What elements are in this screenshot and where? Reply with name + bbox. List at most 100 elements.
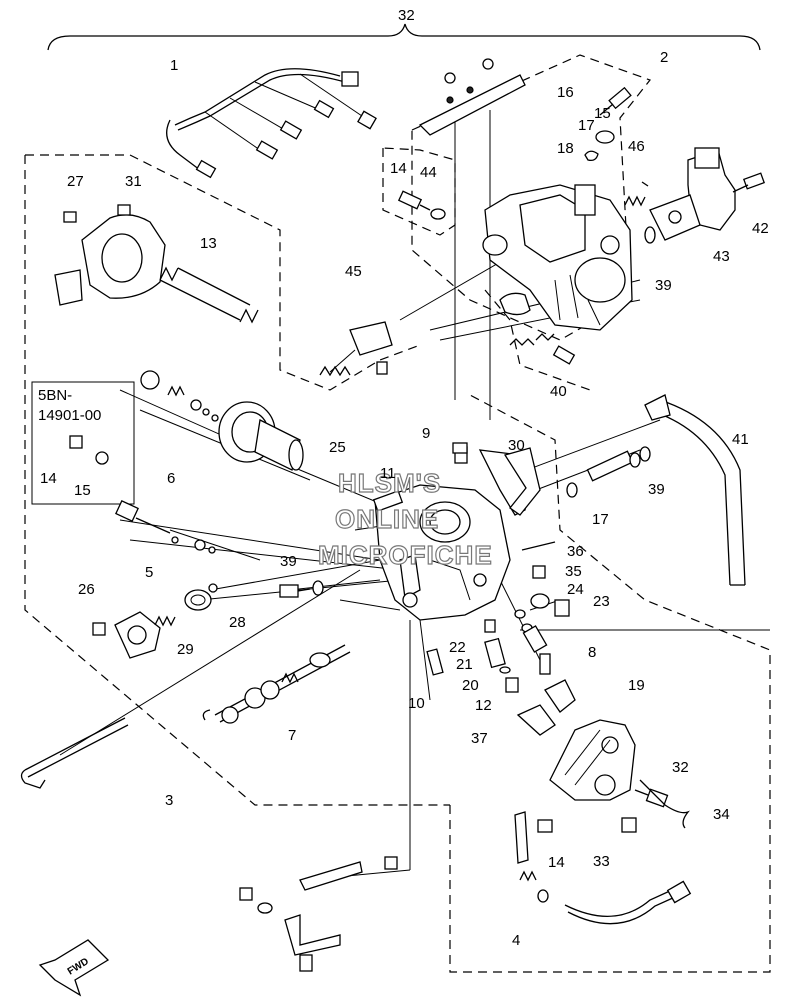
assembly-bracket — [47, 23, 761, 51]
callout-32: 32 — [398, 7, 415, 24]
screws-23-24 — [530, 593, 570, 617]
callout-35: 35 — [565, 563, 582, 580]
bolt-44 — [732, 172, 766, 193]
top-bracket-plate — [418, 58, 526, 136]
vent-hose-43 — [644, 394, 746, 586]
callout-45: 45 — [345, 263, 362, 280]
callout-12: 12 — [475, 697, 492, 714]
vacuum-piston-25 — [218, 401, 304, 471]
callout-2: 2 — [660, 49, 668, 66]
callout-17: 17 — [592, 511, 609, 528]
callout-4: 4 — [512, 932, 520, 949]
variant-code-line1: 5BN- — [38, 387, 72, 404]
callout-43: 43 — [713, 248, 730, 265]
bracket-39-middle — [319, 321, 393, 377]
screw-14 — [397, 190, 431, 211]
variant-code-line2: 14901-00 — [38, 407, 101, 424]
washer-17 — [595, 130, 615, 144]
pilot-screw-5 — [115, 499, 216, 554]
callout-3: 3 — [165, 792, 173, 809]
fwd-label: FWD — [66, 956, 91, 977]
washer-38 — [644, 226, 656, 244]
callout-34: 34 — [713, 806, 730, 823]
watermark-line1: HLSM'S — [338, 468, 441, 498]
callout-9: 9 — [422, 425, 430, 442]
callout-14: 14 — [390, 160, 407, 177]
callout-19: 19 — [628, 677, 645, 694]
callout-41: 41 — [732, 431, 749, 448]
callout-23: 23 — [593, 593, 610, 610]
accelerator-pump-cover-28 — [184, 583, 218, 611]
callout-10: 10 — [408, 695, 425, 712]
box-callout-15: 15 — [74, 482, 91, 499]
callout-42: 42 — [752, 220, 769, 237]
callout-37: 37 — [471, 730, 488, 747]
callout-17: 17 — [578, 117, 595, 134]
callout-31: 31 — [125, 173, 142, 190]
callout-36: 36 — [567, 543, 584, 560]
callout-11: 11 — [380, 465, 396, 482]
watermark-line2: ONLINE — [335, 504, 439, 534]
callout-25: 25 — [329, 439, 346, 456]
callout-40: 40 — [550, 383, 567, 400]
callout-32: 32 — [672, 759, 689, 776]
variant-note-box: 5BN- 14901-00 14 15 — [31, 381, 135, 505]
callout-30: 30 — [508, 437, 525, 454]
callout-26: 26 — [78, 581, 95, 598]
group-outline-right-bottom — [449, 394, 771, 973]
hose-30 — [503, 447, 541, 516]
callout-27: 27 — [67, 173, 84, 190]
callout-33: 33 — [593, 853, 610, 870]
fwd-arrow-icon: FWD — [38, 939, 110, 997]
callout-46: 46 — [628, 138, 645, 155]
callout-1: 1 — [170, 57, 178, 74]
diaphragm-cover — [54, 204, 166, 306]
box-callout-14: 14 — [40, 470, 57, 487]
callout-6: 6 — [167, 470, 175, 487]
callout-18: 18 — [557, 140, 574, 157]
spring-13 — [159, 266, 259, 324]
spring-39-top — [624, 181, 649, 207]
wire-harness — [166, 68, 377, 179]
callout-16: 16 — [557, 84, 574, 101]
drain-hose-4 — [514, 811, 692, 925]
watermark: HLSM'S ONLINE MICROFICHE — [317, 467, 493, 570]
needle-jet-21-22 — [484, 619, 506, 669]
callout-22: 22 — [449, 639, 466, 656]
screw-9 — [452, 442, 468, 454]
callout-8: 8 — [588, 644, 596, 661]
callout-39: 39 — [280, 553, 297, 570]
carburetor-upper-body — [482, 184, 633, 331]
needle-parts-6 — [140, 370, 219, 422]
screw-10 — [426, 648, 444, 676]
float-37 — [516, 679, 576, 736]
lower-bracket — [239, 856, 398, 972]
callout-28: 28 — [229, 614, 246, 631]
group-outline-left — [24, 155, 450, 806]
screw-16-17-center — [279, 580, 324, 598]
group-outline-40 — [484, 289, 591, 391]
throttle-rod-39 — [20, 717, 129, 789]
cover-26-spring-29 — [92, 611, 176, 659]
callout-7: 7 — [288, 727, 296, 744]
throttle-position-sensor — [649, 147, 736, 241]
washer-17-left — [430, 208, 446, 220]
callout-14: 14 — [548, 854, 565, 871]
jets-8 — [514, 609, 551, 675]
jet-20-12 — [499, 666, 519, 693]
screw-32-bottom — [537, 819, 553, 833]
fitting-11 — [372, 490, 404, 512]
callout-21: 21 — [456, 656, 473, 673]
clip-18 — [584, 150, 599, 162]
screw-35-pin-36 — [521, 541, 556, 579]
callout-15: 15 — [594, 105, 611, 122]
callout-5: 5 — [145, 564, 153, 581]
callout-20: 20 — [462, 677, 479, 694]
watermark-line3: MICROFICHE — [318, 540, 493, 570]
callout-29: 29 — [177, 641, 194, 658]
choke-parts-40 — [499, 292, 576, 365]
callout-39: 39 — [655, 277, 672, 294]
callout-24: 24 — [567, 581, 584, 598]
